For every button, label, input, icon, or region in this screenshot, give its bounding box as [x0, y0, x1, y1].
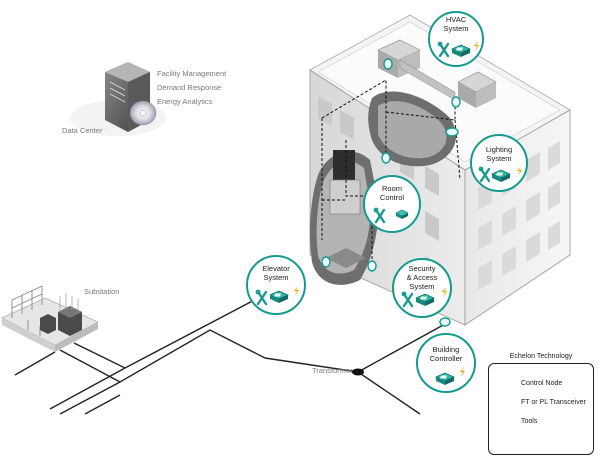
legend-title: Echelon Technology — [489, 353, 593, 360]
elevator-label: Elevator System — [262, 264, 290, 282]
substation-label: Substation — [84, 287, 120, 296]
power-network — [14, 295, 446, 415]
security-label: Security & Access System — [406, 264, 438, 291]
hvac-label: HVAC System — [443, 15, 469, 33]
room-control-label: Room Control — [379, 184, 405, 202]
room-control-callout — [363, 175, 421, 233]
disc-icon — [129, 100, 157, 126]
transformer-node — [352, 368, 364, 376]
callout-circles — [246, 11, 528, 393]
legend: Echelon Technology Control Node FT or PL… — [488, 353, 594, 455]
lighting-callout — [470, 134, 528, 192]
building-controller-label: Building Controller — [429, 345, 463, 363]
hvac-callout — [428, 11, 484, 67]
security-callout — [392, 258, 452, 318]
app-facility-management: Facility Management — [157, 69, 227, 78]
building-controller-callout — [416, 333, 476, 393]
app-demand-response: Demand Response — [157, 83, 222, 92]
data-center-label: Data Center — [62, 126, 103, 135]
transformer-label: Transformer — [312, 366, 353, 375]
data-center — [70, 62, 166, 136]
elevator-callout — [246, 255, 306, 315]
lighting-label: Lighting System — [485, 145, 513, 163]
substation-graphic — [1, 285, 99, 352]
app-energy-analytics: Energy Analytics — [157, 97, 213, 106]
